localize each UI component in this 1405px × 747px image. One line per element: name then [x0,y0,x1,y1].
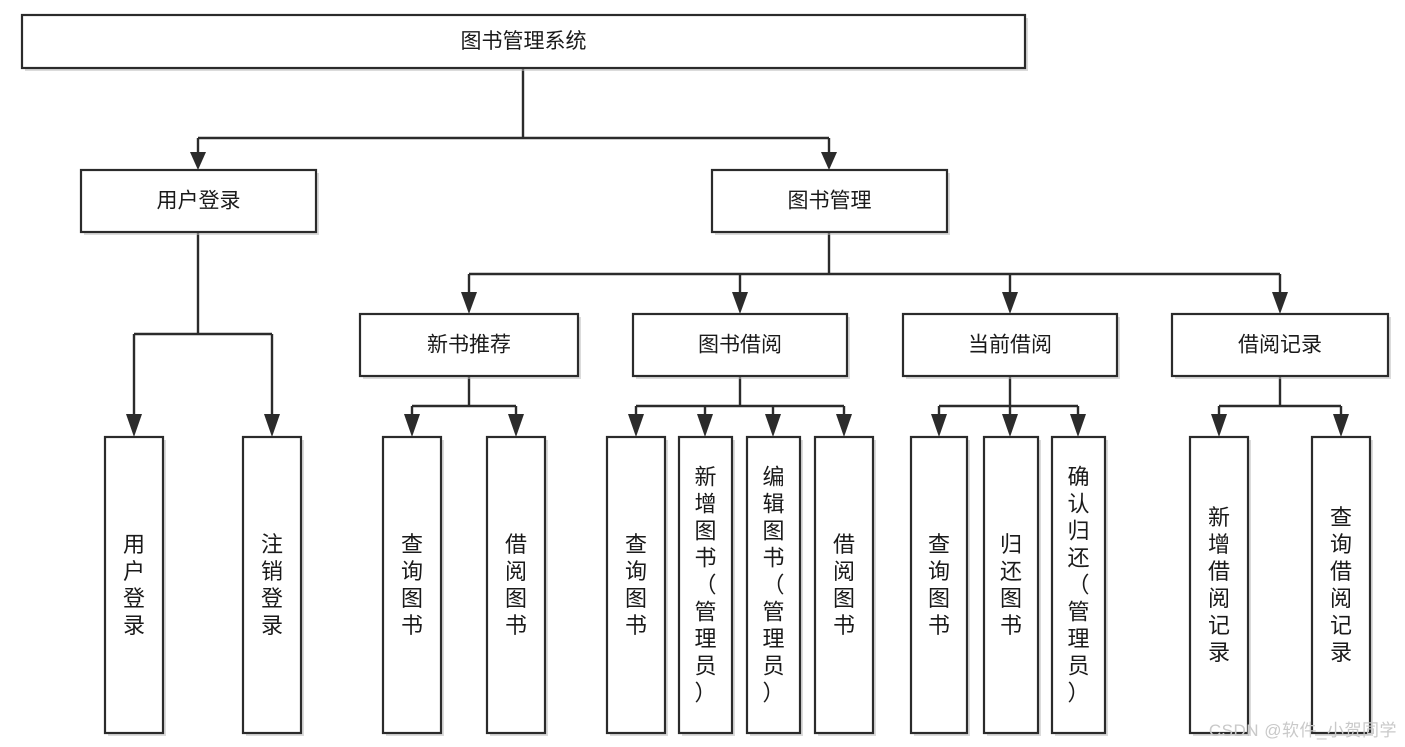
node-return-book[interactable]: 归还图书 [982,435,1041,736]
node-label: 新书推荐 [427,334,511,357]
node-label: 图书借阅 [698,334,782,357]
node-borrow-book-2[interactable]: 借阅图书 [813,435,876,736]
node-label: 查询图书 [625,532,647,638]
node-box[interactable] [813,435,875,735]
node-label: 查询图书 [401,532,423,638]
node-box[interactable] [1188,435,1250,735]
node-label: 借阅图书 [833,532,855,638]
node-label: 用户登录 [123,532,145,638]
node-query-book-1[interactable]: 查询图书 [381,435,444,736]
node-box[interactable] [1050,435,1107,735]
node-query-borrow-record[interactable]: 查询借阅记录 [1310,435,1373,736]
node-box[interactable] [631,312,849,378]
connector-root-to-level1 [196,68,831,157]
node-add-borrow-record[interactable]: 新增借阅记录 [1188,435,1251,736]
node-borrow-book-1[interactable]: 借阅图书 [485,435,548,736]
arrow-to-add-borrow-record [1211,414,1227,437]
node-label: 当前借阅 [968,334,1052,357]
arrow-to-borrow-book-2 [836,414,852,437]
csdn-watermark: CSDN @软件_小贺同学 [1208,721,1397,740]
connector-book-borrow-to-leaves [634,376,846,420]
node-label: 新增借阅记录 [1208,505,1230,665]
node-root[interactable]: 图书管理系统 [20,13,1028,71]
arrow-to-query-book-3 [931,414,947,437]
node-label: 借阅记录 [1238,334,1322,357]
arrow-to-query-borrow-record [1333,414,1349,437]
node-box[interactable] [241,435,303,735]
node-current-borrow[interactable]: 当前借阅 [901,312,1120,379]
connector-user-login-to-leaves [132,232,274,420]
arrow-to-query-book-2 [628,414,644,437]
arrow-to-borrow-book-1 [508,414,524,437]
arrow-to-user-login-leaf [126,414,142,437]
node-edit-book-admin[interactable]: 编辑图书（管理员） [745,435,803,736]
node-box[interactable] [381,435,443,735]
connector-book-management-to-level2 [467,232,1282,297]
node-box[interactable] [485,435,547,735]
connector-current-borrow-to-leaves [937,376,1080,420]
arrow-to-add-book-admin [697,414,713,437]
node-add-book-admin[interactable]: 新增图书（管理员） [677,435,735,736]
node-label: 编辑图书（管理员） [762,465,784,706]
node-book-management[interactable]: 图书管理 [710,168,950,235]
node-label: 注销登录 [261,532,283,638]
node-label: 确认归还（管理员） [1067,465,1089,706]
node-user-login[interactable]: 用户登录 [79,168,319,235]
arrow-to-user-login [190,152,206,170]
arrow-to-edit-book-admin [765,414,781,437]
node-label: 用户登录 [157,190,241,213]
connector-borrow-records-to-leaves [1217,376,1343,420]
node-box[interactable] [20,13,1027,70]
node-box[interactable] [677,435,734,735]
node-query-book-3[interactable]: 查询图书 [909,435,970,736]
node-label: 图书管理 [788,190,872,213]
node-label: 新增图书（管理员） [694,465,716,706]
node-box[interactable] [909,435,969,735]
node-label: 借阅图书 [505,532,527,638]
node-label: 归还图书 [1000,532,1022,638]
arrow-to-book-management [821,152,837,170]
node-box[interactable] [982,435,1040,735]
node-book-borrow[interactable]: 图书借阅 [631,312,850,379]
node-user-login-leaf[interactable]: 用户登录 [103,435,166,736]
arrow-to-return-book [1002,414,1018,437]
node-borrow-records[interactable]: 借阅记录 [1170,312,1391,379]
arrow-to-query-book-1 [404,414,420,437]
node-box[interactable] [710,168,949,234]
arrow-to-book-borrow [732,292,748,314]
node-label: 图书管理系统 [461,30,587,53]
node-user-logout-leaf[interactable]: 注销登录 [241,435,304,736]
arrow-to-confirm-return-admin [1070,414,1086,437]
node-box[interactable] [901,312,1119,378]
arrow-to-borrow-records [1272,292,1288,314]
arrow-to-user-logout-leaf [264,414,280,437]
node-new-book-recommend[interactable]: 新书推荐 [358,312,581,379]
node-label: 查询图书 [928,532,950,638]
node-box[interactable] [103,435,165,735]
node-box[interactable] [358,312,580,378]
node-box[interactable] [1170,312,1390,378]
node-layer: 图书管理系统用户登录用户登录注销登录图书管理新书推荐查询图书借阅图书图书借阅查询… [20,13,1391,736]
connector-layer [126,68,1349,437]
node-box[interactable] [79,168,318,234]
arrow-to-new-book-recommend [461,292,477,314]
connector-new-book-recommend-to-leaves [410,376,518,420]
node-query-book-2[interactable]: 查询图书 [605,435,668,736]
node-box[interactable] [1310,435,1372,735]
node-confirm-return-admin[interactable]: 确认归还（管理员） [1050,435,1108,736]
node-box[interactable] [605,435,667,735]
node-box[interactable] [745,435,802,735]
arrow-to-current-borrow [1002,292,1018,314]
node-label: 查询借阅记录 [1330,505,1352,665]
